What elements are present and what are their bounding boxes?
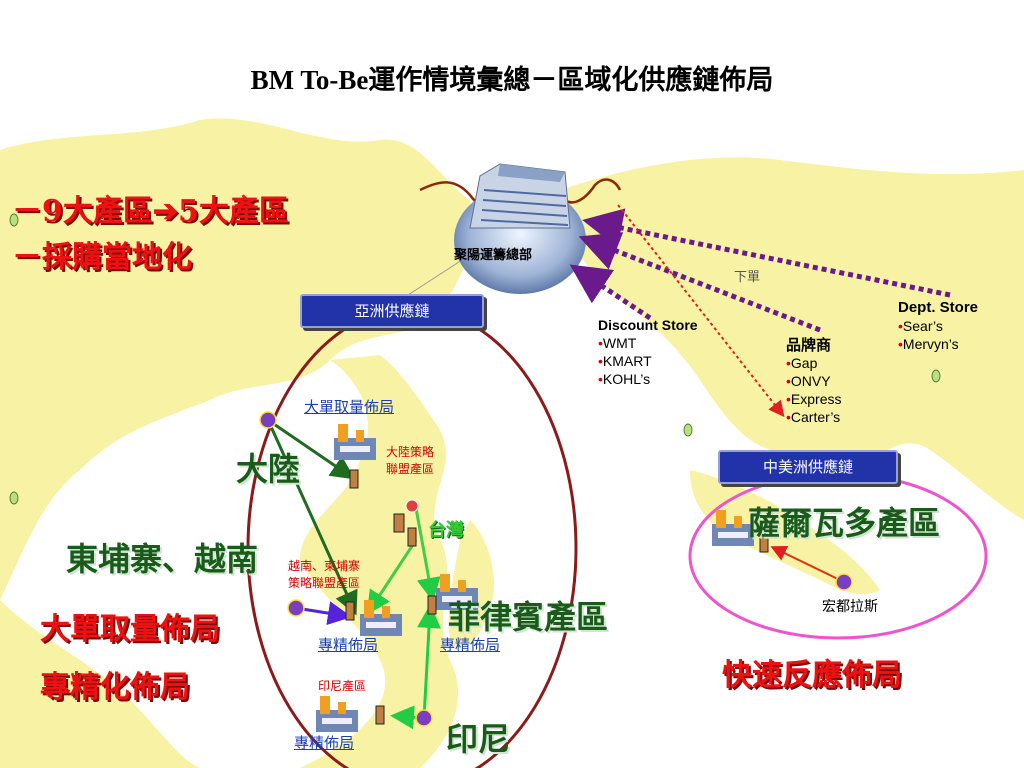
region-taiwan: 台灣 — [428, 520, 464, 541]
central-america-supply-chain-button[interactable]: 中美洲供應鏈 — [718, 450, 898, 484]
list-item: KMART — [602, 353, 652, 369]
mainland-alliance-line-1: 大陸策略 — [386, 445, 435, 459]
left-note-large-order: 大單取量佈局 — [40, 612, 220, 647]
factory-icons — [316, 424, 754, 732]
strategy-line-2: －採購當地化 — [12, 240, 192, 275]
region-mainland: 大陸 — [236, 450, 301, 488]
hq-building-icon — [454, 163, 586, 294]
region-indonesia: 印尼 — [446, 720, 511, 758]
region-cambodia-vietnam: 東埔寨、越南 — [66, 540, 259, 578]
mainland-alliance-line-2: 聯盟產區 — [386, 462, 435, 476]
landmass — [0, 118, 1024, 768]
quick-response-label: 快速反應佈局 — [722, 658, 902, 693]
list-item: Carter’s — [790, 409, 841, 425]
vn-alliance-line-1: 越南、柬埔寨 — [288, 559, 361, 573]
list-item: KOHL’s — [602, 371, 651, 387]
brand-list: 品牌商 •Gap •ONVY •Express •Carter’s — [786, 336, 842, 425]
location-marker-icons — [345, 469, 769, 725]
large-order-layout-label: 大單取量佈局 — [304, 398, 395, 416]
hq-to-asia-line — [407, 259, 463, 296]
strategy-arrow-icon: ➔ — [152, 194, 179, 229]
list-item: Express — [790, 391, 842, 407]
page-title: BM To-Be運作情境彙總－區域化供應鏈佈局 — [250, 65, 774, 95]
strategy-prefix: －9大產區 — [12, 194, 153, 229]
specialized-layout-label-1: 專精佈局 — [318, 636, 379, 654]
order-arrows — [569, 208, 951, 333]
dept-store-heading: Dept. Store — [898, 299, 979, 316]
order-label: 下單 — [734, 270, 761, 285]
hq-label: 聚陽運籌總部 — [454, 248, 533, 263]
pushpin-icons — [9, 213, 941, 505]
brand-heading: 品牌商 — [786, 336, 832, 354]
specialized-layout-label-2: 專精佈局 — [440, 636, 501, 654]
strategy-suffix: 5大產區 — [178, 194, 289, 229]
indonesia-region-label: 印尼產區 — [318, 679, 367, 693]
node-star-icons — [259, 411, 853, 727]
list-item: Mervyn’s — [902, 336, 959, 352]
strategy-line-1: －9大產區➔5大產區 — [12, 186, 289, 230]
hq-to-central-america-arrow — [617, 204, 785, 418]
discount-store-heading: Discount Store — [598, 317, 698, 333]
region-philippines: 菲律賓產區 — [448, 598, 609, 636]
vn-alliance-line-2: 策略聯盟產區 — [288, 576, 361, 590]
list-item: Sear’s — [902, 318, 943, 334]
region-el-salvador: 薩爾瓦多產區 — [748, 504, 941, 542]
asia-supply-chain-button[interactable]: 亞洲供應鏈 — [300, 294, 484, 328]
region-honduras: 宏都拉斯 — [822, 599, 878, 615]
mainland-alliance-label: 大陸策略 聯盟產區 — [386, 444, 434, 478]
dept-store-list: Dept. Store •Sear’s •Mervyn’s — [898, 299, 979, 352]
list-item: WMT — [602, 335, 637, 351]
left-note-specialized: 專精化佈局 — [40, 670, 190, 705]
vn-alliance-label: 越南、柬埔寨 策略聯盟產區 — [288, 558, 360, 592]
taiwan-pin-icon — [405, 499, 419, 513]
discount-store-list: Discount Store •WMT •KMART •KOHL’s — [598, 317, 698, 387]
list-item: Gap — [790, 355, 818, 371]
specialized-layout-label-3: 專精佈局 — [294, 734, 355, 752]
list-item: ONVY — [790, 373, 831, 389]
